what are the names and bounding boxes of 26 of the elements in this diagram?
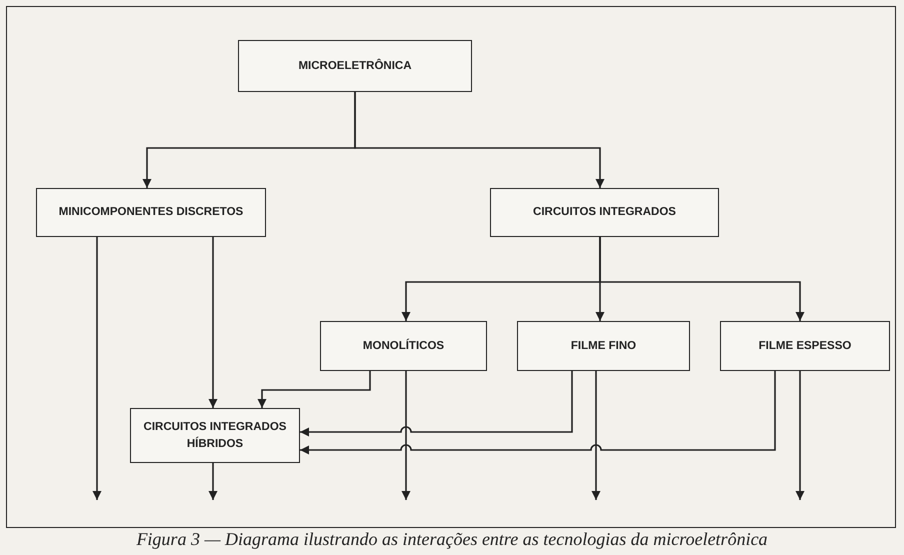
process-box <box>238 40 472 92</box>
arrow <box>300 371 776 454</box>
process-box <box>490 188 719 237</box>
arrow <box>592 371 600 500</box>
box-label: MONOLÍTICOS <box>362 338 444 354</box>
arrow <box>208 237 218 408</box>
arrow <box>258 371 371 408</box>
figure-caption: Figura 3 — Diagrama ilustrando as interações entre as tecnologias da microeletrônica <box>135 529 769 550</box>
process-box <box>130 408 300 463</box>
arrow <box>354 92 604 188</box>
process-box <box>720 321 890 371</box>
box-label: CIRCUITOS INTEGRADOS <box>533 205 676 220</box>
arrow <box>796 371 804 500</box>
arrow <box>402 371 410 500</box>
box-label: FILME FINO <box>570 338 636 354</box>
arrow <box>300 371 573 436</box>
process-box <box>517 321 690 371</box>
process-box <box>320 321 487 371</box>
arrow <box>599 237 804 321</box>
box-label: CIRCUITOS INTEGRADOS HÍBRIDOS <box>142 420 288 452</box>
arrow <box>92 237 102 500</box>
box-label: MICROELETRÔNICA <box>298 58 412 74</box>
box-label: MINICOMPONENTES DISCRETOS <box>58 205 244 220</box>
arrow <box>208 463 218 500</box>
box-label: FILME ESPESSO <box>758 338 852 354</box>
process-box <box>36 188 266 237</box>
